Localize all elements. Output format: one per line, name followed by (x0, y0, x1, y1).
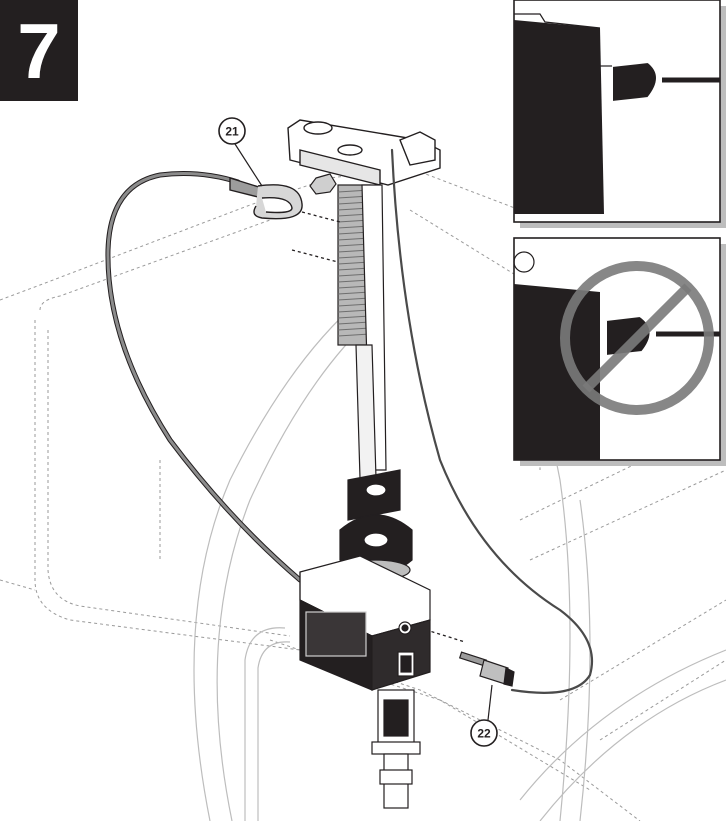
inset-incorrect-connection (513, 237, 726, 466)
callout-22-label: 22 (477, 727, 491, 741)
mounting-nut (309, 173, 337, 195)
mounting-plate (287, 119, 441, 186)
supply-tube (355, 184, 387, 479)
solenoid-valve (371, 689, 421, 809)
ground-clamp (229, 177, 303, 220)
step-number-badge: 7 (0, 0, 78, 101)
callout-22: 22 (470, 684, 498, 747)
sensor-connector (458, 651, 515, 687)
callout-21: 21 (218, 117, 263, 187)
control-box (299, 555, 431, 691)
prohibition-icon (560, 261, 714, 415)
callout-21-label: 21 (225, 125, 239, 139)
step-number: 7 (17, 6, 61, 95)
inset-correct-connection (513, 0, 726, 228)
sensor-cable (390, 148, 594, 694)
